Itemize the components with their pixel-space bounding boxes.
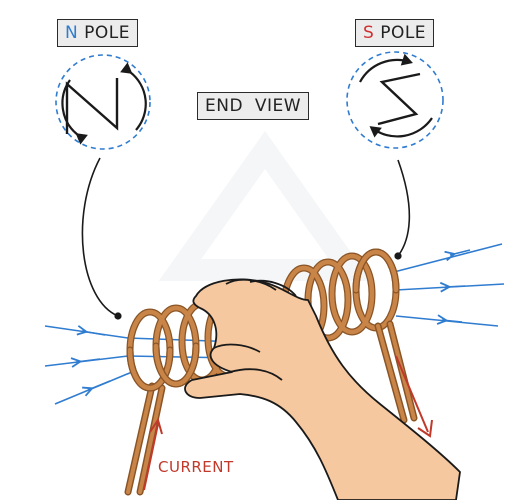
s-pole-end-view-icon [346, 51, 444, 149]
watermark-logo [158, 130, 372, 281]
s-pole-connector-line [397, 159, 411, 257]
field-lines-right [393, 243, 505, 327]
end-view-label: END VIEW [197, 92, 310, 120]
n-pole-connector-line [81, 157, 119, 317]
current-arrow-icon [143, 355, 433, 491]
s-pole-text: POLE [374, 23, 427, 43]
n-pole-end-view-icon [55, 54, 151, 150]
current-label: CURRENT [158, 458, 234, 476]
s-pole-letter: S [363, 23, 375, 43]
solenoid-coil-front-over-hand [126, 248, 400, 392]
n-pole-text: POLE [78, 23, 130, 43]
s-pole-connector-dot [394, 252, 402, 260]
coil-lead-wires [124, 320, 418, 496]
s-pole-label: S POLE [355, 19, 435, 47]
right-hand-gripping-coil [184, 278, 461, 500]
n-pole-letter: N [65, 23, 79, 43]
n-pole-label: N POLE [57, 19, 138, 47]
n-pole-connector-dot [114, 312, 122, 320]
